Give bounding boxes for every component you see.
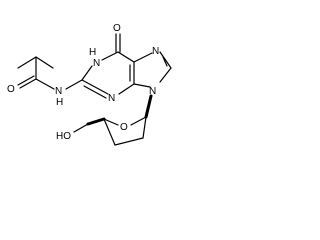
bond-c8-n9 [159,67,172,83]
bond-n3-c2 [81,79,109,95]
atom-n9: N [149,86,156,97]
bond-n9-c1prime [144,94,153,119]
atom-o-carbonyl: O [113,23,121,34]
molecule-svg: O H N O N H N N N O HO [7,23,172,146]
bond-c1p-c2p [142,116,147,139]
bond-o4p-c4p [103,118,119,126]
atom-n-amide: N [55,86,62,97]
bond-n9-c4 [133,83,151,88]
bond-n3-c2-dbl [83,85,107,99]
bond-n7-c8 [159,51,172,69]
bond-c2p-c3p [114,137,144,146]
bond-c2-n1 [81,65,93,81]
bond-co-o-2 [17,75,35,86]
atom-n3: N [108,93,115,104]
bond-nh-c2 [65,79,83,90]
bond-c4-n3 [118,83,135,95]
bonds [17,33,172,146]
atom-h-n1: H [89,47,96,58]
atom-ho: HO [56,131,71,142]
atom-o-sugar: O [120,122,128,133]
atom-n1: N [93,58,100,69]
atom-o-amide: O [7,84,15,95]
structure-diagram: O H N O N H N N N O HO [0,0,195,181]
bond-c3p-c4p [103,118,116,146]
bond-co-n [35,78,55,90]
bond-co-o-1 [19,78,37,89]
bond-me1-ch [17,56,37,69]
atom-labels: O H N O N H N N N O HO [7,23,159,142]
bond-n1-c6 [101,51,119,61]
bond-c5p-oh [73,123,89,133]
atom-n7: N [152,46,159,57]
bond-c5-n7 [133,52,153,63]
bond-c1p-o4p [130,116,147,126]
bond-n7-c8-dbl [162,56,168,67]
bond-me2-ch [35,56,54,69]
bond-c4p-c5p [86,117,106,126]
bond-c6-c5 [117,51,135,63]
atom-h-amide: H [56,97,63,108]
